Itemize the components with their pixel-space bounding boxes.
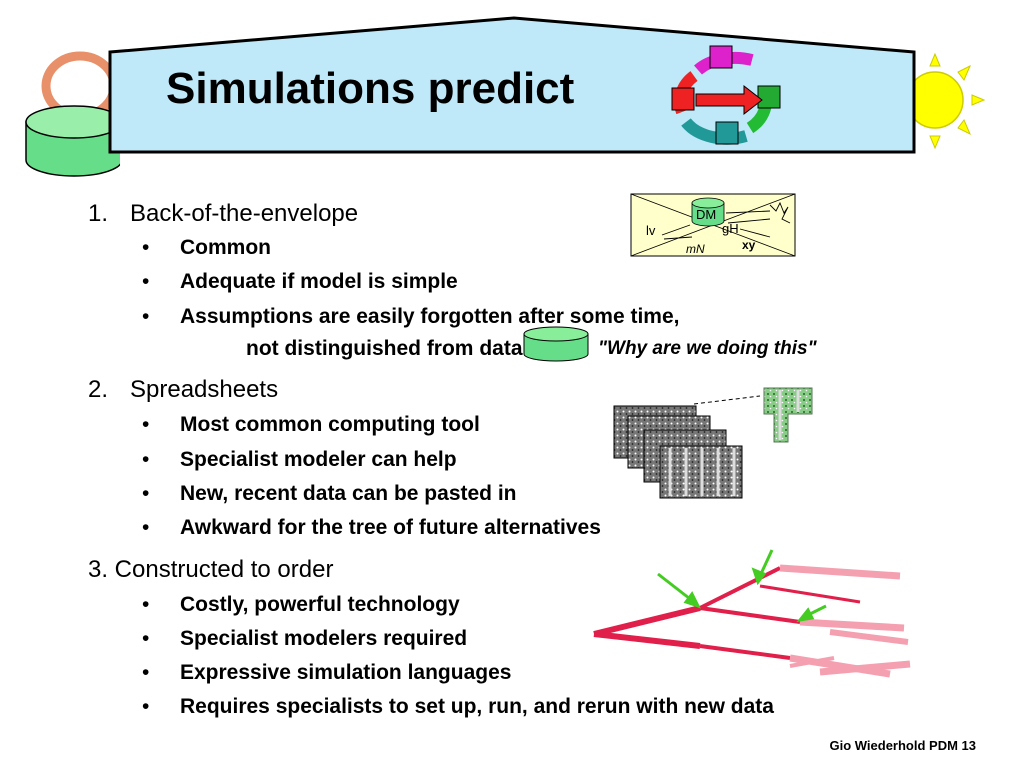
list-item: •New, recent data can be pasted in xyxy=(142,482,517,505)
envelope-diagram: lv DM gH mN xy xyxy=(630,193,796,257)
section-2-heading: 2.Spreadsheets xyxy=(88,376,279,403)
spreadsheet-stack-icon xyxy=(613,387,813,499)
footer: Gio Wiederhold PDM 13 xyxy=(829,738,976,753)
list-item: •Costly, powerful technology xyxy=(142,593,460,616)
sun-icon xyxy=(884,52,986,150)
list-item: •Adequate if model is simple xyxy=(142,270,458,293)
section-3-heading: 3. Constructed to order xyxy=(88,556,334,583)
page-title: Simulations predict xyxy=(166,64,575,113)
list-item: •Assumptions are easily forgotten after … xyxy=(142,305,680,328)
data-cylinder-icon xyxy=(523,326,589,362)
data-label: data xyxy=(479,337,523,360)
section-1-heading: 1.Back-of-the-envelope xyxy=(88,200,359,227)
continuation-line: not distinguished from data xyxy=(246,337,523,360)
gh-label: gH xyxy=(722,221,739,236)
list-item: •Specialist modelers required xyxy=(142,627,468,650)
database-cylinder-icon xyxy=(25,51,120,177)
alternatives-tree-icon xyxy=(593,549,911,678)
list-item: •Specialist modeler can help xyxy=(142,448,457,471)
list-item: •Requires specialists to set up, run, an… xyxy=(142,695,774,718)
cycle-arrows-icon xyxy=(671,45,781,145)
list-item: •Common xyxy=(142,236,271,259)
list-item: •Awkward for the tree of future alternat… xyxy=(142,516,601,539)
xy-label: xy xyxy=(742,238,756,252)
quote-text: "Why are we doing this" xyxy=(598,338,817,359)
list-item: •Expressive simulation languages xyxy=(142,661,512,684)
lv-label: lv xyxy=(646,223,656,238)
mn-label: mN xyxy=(686,242,705,256)
list-item: •Most common computing tool xyxy=(142,413,480,436)
dm-label: DM xyxy=(696,207,716,222)
